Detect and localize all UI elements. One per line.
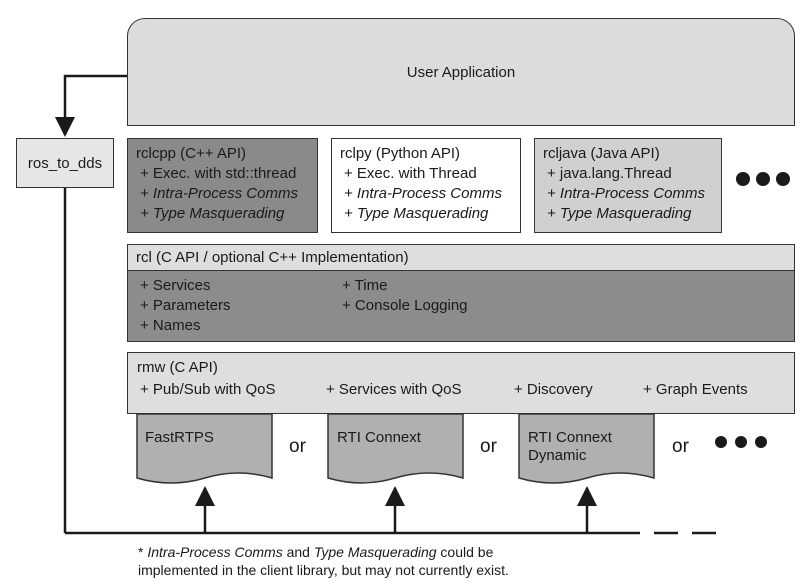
more-dds-dot: [735, 436, 747, 448]
ros-to-dds-label: ros_to_dds: [27, 154, 103, 172]
footnote-line2: implemented in the client library, but m…: [138, 562, 509, 578]
rmw-item: + Discovery: [514, 381, 593, 398]
rcl-item: + Time: [342, 277, 388, 294]
more-client-libraries-dot: [736, 172, 750, 186]
footnote-term: Intra-Process Comms: [147, 544, 283, 560]
more-dds-dot: [755, 436, 767, 448]
connext-dynamic-label: Dynamic: [528, 447, 587, 464]
or-label: or: [480, 436, 497, 457]
rcljava-item: + Type Masquerading: [547, 205, 692, 222]
rclpy-item: + Intra-Process Comms: [344, 185, 502, 202]
rcljava-item: + Intra-Process Comms: [547, 185, 705, 202]
app-to-bridge-arrow: [55, 74, 127, 137]
rcljava-item: + java.lang.Thread: [547, 165, 672, 182]
rcljava-title: rcljava (Java API): [543, 145, 660, 162]
rclpy-item: + Type Masquerading: [344, 205, 489, 222]
rmw-item: + Pub/Sub with QoS: [140, 381, 276, 398]
rclcpp-title: rclcpp (C++ API): [136, 145, 247, 162]
rclcpp-item: + Intra-Process Comms: [140, 185, 298, 202]
user-application-label: User Application: [406, 63, 516, 81]
rcl-title: rcl (C API / optional C++ Implementation…: [128, 245, 794, 271]
rmw-item: + Graph Events: [643, 381, 748, 398]
rcl-item: + Console Logging: [342, 297, 468, 314]
more-client-libraries-dot: [776, 172, 790, 186]
rclcpp-item: + Type Masquerading: [140, 205, 285, 222]
or-label: or: [289, 436, 306, 457]
rclpy-title: rclpy (Python API): [340, 145, 461, 162]
or-label: or: [672, 436, 689, 457]
rmw-item: + Services with QoS: [326, 381, 462, 398]
footnote-term: Type Masquerading: [313, 544, 437, 560]
rcl-item: + Names: [140, 317, 201, 334]
more-client-libraries-dot: [756, 172, 770, 186]
rcl-box: rcl (C API / optional C++ Implementation…: [127, 244, 795, 342]
rclcpp-item: + Exec. with std::thread: [140, 165, 297, 182]
rcl-item: + Services: [140, 277, 211, 294]
rclpy-item: + Exec. with Thread: [344, 165, 477, 182]
rmw-box: rmw (C API) + Pub/Sub with QoS + Service…: [127, 352, 795, 414]
rclpy-box: rclpy (Python API) + Exec. with Thread +…: [331, 138, 521, 233]
user-application-box: User Application: [127, 18, 795, 126]
rcljava-box: rcljava (Java API) + java.lang.Thread + …: [534, 138, 722, 233]
connext-dynamic-label: RTI Connext: [528, 429, 612, 446]
rclcpp-box: rclcpp (C++ API) + Exec. with std::threa…: [127, 138, 318, 233]
connext-label: RTI Connext: [337, 429, 421, 446]
fastrtps-label: FastRTPS: [145, 429, 214, 446]
rcl-item: + Parameters: [140, 297, 231, 314]
more-dds-dot: [715, 436, 727, 448]
footnote: * Intra-Process Comms and Type Masquerad…: [138, 544, 509, 578]
rmw-title: rmw (C API): [137, 359, 218, 376]
ros-to-dds-box: ros_to_dds: [16, 138, 114, 188]
